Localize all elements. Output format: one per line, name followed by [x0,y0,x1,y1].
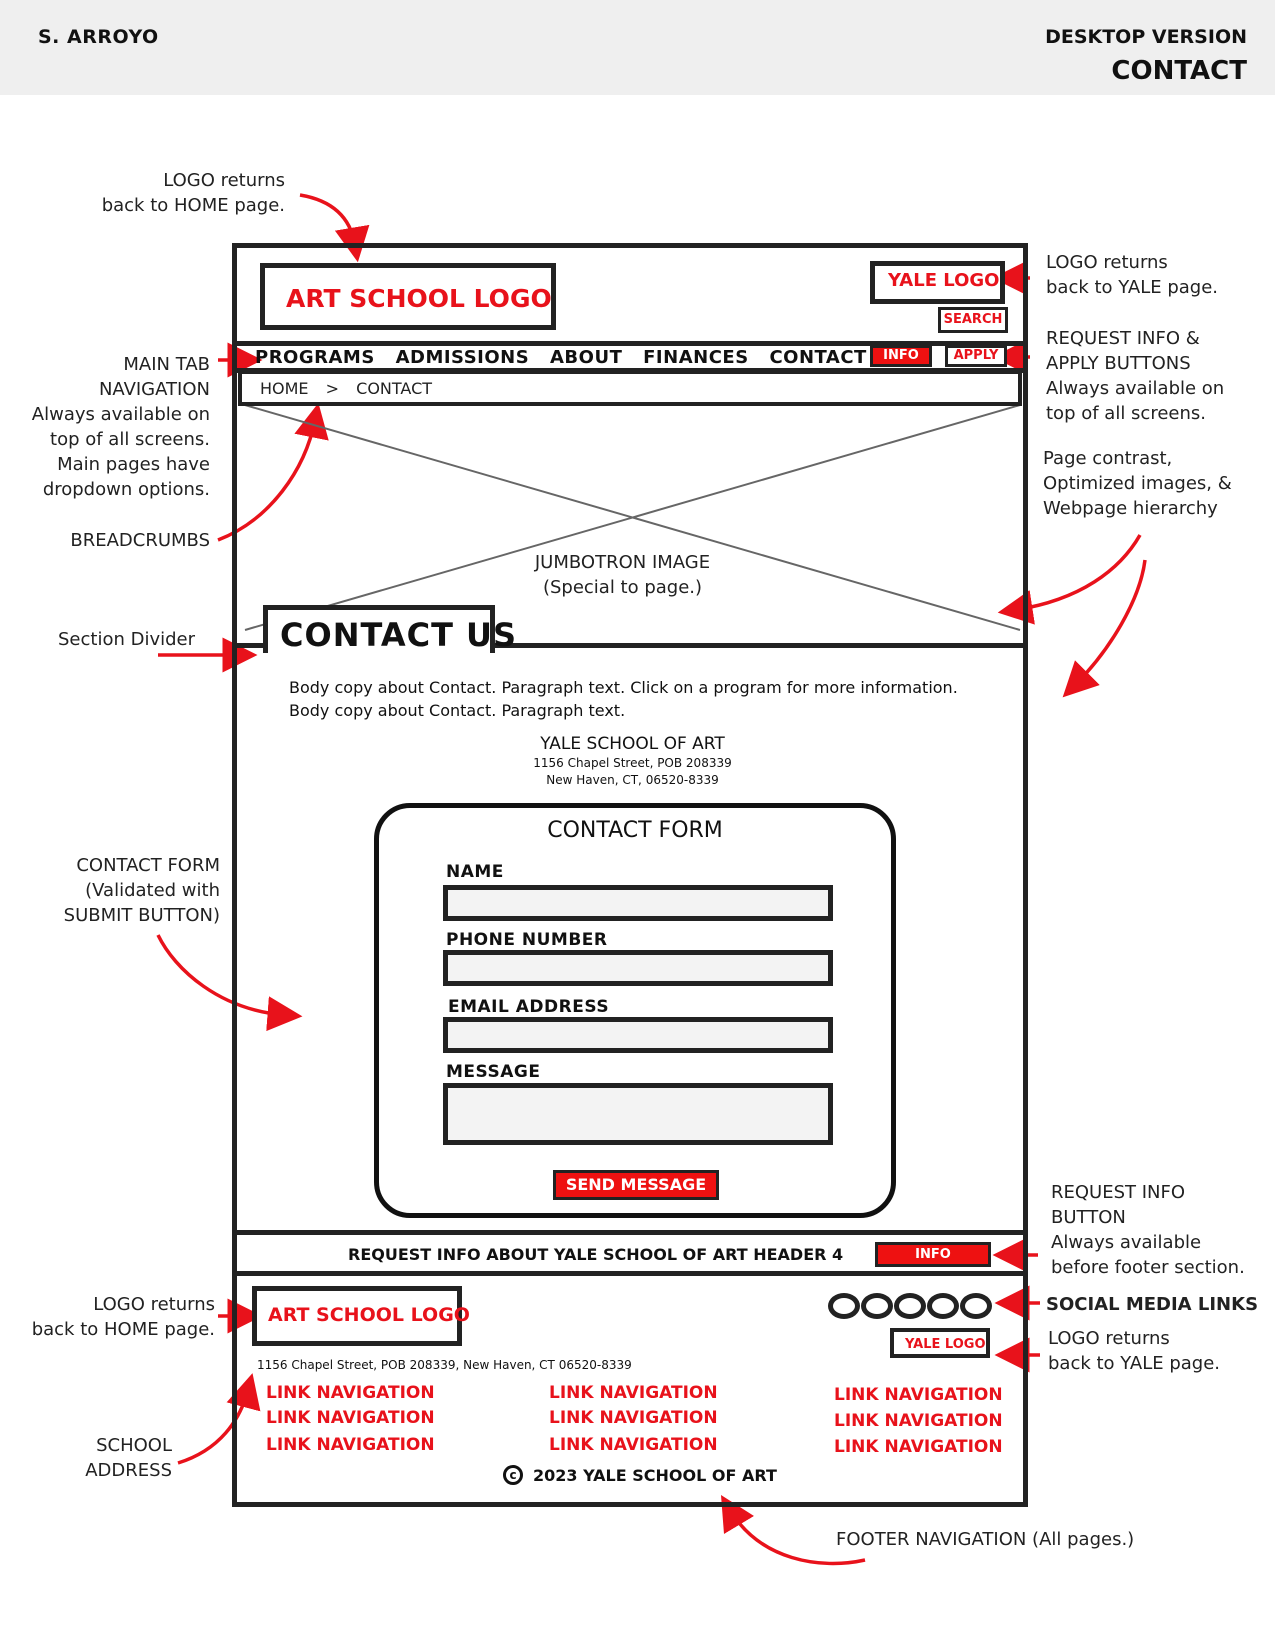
note-breadcrumbs: BREADCRUMBS [70,530,210,551]
jumbotron-image: JUMBOTRON IMAGE (Special to page.) [534,552,711,598]
footer-link[interactable]: LINK NAVIGATION [549,1435,718,1455]
nav-item-about[interactable]: ABOUT [550,347,623,368]
social-link-3-icon[interactable] [894,1293,926,1319]
nav-item-finances[interactable]: FINANCES [643,347,749,368]
section-tab [263,605,495,653]
footer-link[interactable]: LINK NAVIGATION [834,1385,1003,1405]
address-line-2: New Haven, CT, 06520-8339 [546,773,719,787]
note-logo-home-footer: LOGO returns back to HOME page. [31,1294,215,1340]
footer-link[interactable]: LINK NAVIGATION [834,1411,1003,1431]
nav-item-contact[interactable]: CONTACT [769,347,867,368]
address-line-1: 1156 Chapel Street, POB 208339 [533,756,732,770]
footer-link[interactable]: LINK NAVIGATION [549,1408,718,1428]
footer-art-school-logo[interactable] [252,1286,462,1346]
copyright-icon: c [503,1465,523,1485]
nav-item-programs[interactable]: PROGRAMS [255,347,375,368]
social-link-2-icon[interactable] [861,1293,893,1319]
art-school-logo[interactable] [260,263,556,330]
phone-field[interactable] [443,950,833,986]
note-school-address: SCHOOL ADDRESS [85,1435,172,1481]
phone-label: PHONE NUMBER [446,930,608,950]
note-request-info-button: REQUEST INFO BUTTON Always available bef… [1051,1182,1245,1278]
yale-logo-text: YALE LOGO [888,270,1000,291]
nav-top-line [232,341,1028,346]
note-logo-yale-top: LOGO returns back to YALE page. [1046,252,1219,298]
contact-form [374,803,896,1218]
page-name: CONTACT [1111,56,1247,86]
name-label: NAME [446,862,504,882]
note-footer-nav: FOOTER NAVIGATION (All pages.) [836,1529,1135,1550]
send-message-button[interactable]: SEND MESSAGE [553,1170,719,1200]
footer-link[interactable]: LINK NAVIGATION [834,1437,1003,1457]
info-button[interactable]: INFO [870,345,932,367]
breadcrumb-separator: > [325,379,340,398]
body-copy: Body copy about Contact. Paragraph text.… [289,678,958,720]
copyright-text: 2023 YALE SCHOOL OF ART [533,1466,777,1485]
school-name: YALE SCHOOL OF ART [540,734,725,754]
email-field[interactable] [443,1017,833,1053]
footer-address: 1156 Chapel Street, POB 208339, New Have… [257,1358,632,1372]
request-info-text: REQUEST INFO ABOUT YALE SCHOOL OF ART HE… [348,1245,844,1264]
breadcrumb-bar [238,370,1022,406]
footer-yale-logo[interactable] [890,1328,990,1358]
note-social-links: SOCIAL MEDIA LINKS [1046,1294,1259,1315]
note-logo-yale-footer: LOGO returns back to YALE page. [1048,1328,1221,1374]
request-bar-bottom-line [232,1271,1028,1276]
footer-link[interactable]: LINK NAVIGATION [549,1383,718,1403]
breadcrumb: HOME > CONTACT [260,379,444,398]
contact-form-title: CONTACT FORM [547,818,723,843]
version-label: DESKTOP VERSION [1045,26,1247,48]
section-divider [232,643,1028,648]
message-label: MESSAGE [446,1062,541,1082]
nav-item-admissions[interactable]: ADMISSIONS [395,347,530,368]
footer-link[interactable]: LINK NAVIGATION [266,1408,435,1428]
message-field[interactable] [443,1083,833,1145]
section-title: CONTACT US [280,616,518,654]
footer-link[interactable]: LINK NAVIGATION [266,1383,435,1403]
note-logo-home-top: LOGO returns back to HOME page. [101,170,285,216]
yale-logo[interactable] [870,261,1005,304]
sheet-header [0,0,1275,95]
social-link-5-icon[interactable] [960,1293,992,1319]
note-page-contrast: Page contrast, Optimized images, & Webpa… [1043,448,1232,519]
main-tab-navigation: PROGRAMS ADMISSIONS ABOUT FINANCES CONTA… [255,347,881,368]
note-section-divider: Section Divider [58,629,196,650]
email-label: EMAIL ADDRESS [448,997,610,1017]
name-field[interactable] [443,885,833,921]
note-request-apply: REQUEST INFO & APPLY BUTTONS Always avai… [1046,328,1225,424]
footer-yale-logo-text: YALE LOGO [905,1337,986,1352]
apply-button[interactable]: APPLY [945,345,1007,367]
request-info-button[interactable]: INFO [875,1242,991,1267]
footer-link[interactable]: LINK NAVIGATION [266,1435,435,1455]
note-contact-form: CONTACT FORM (Validated with SUBMIT BUTT… [63,855,220,926]
wireframe-frame [232,243,1028,1507]
breadcrumb-current: CONTACT [356,379,433,398]
request-bar-top-line [232,1230,1028,1235]
art-school-logo-text: ART SCHOOL LOGO [286,284,552,313]
social-link-4-icon[interactable] [927,1293,959,1319]
breadcrumb-home[interactable]: HOME [260,379,309,398]
note-main-nav: MAIN TAB NAVIGATION Always available on … [31,354,210,500]
search-button[interactable]: SEARCH [938,307,1008,333]
social-link-1-icon[interactable] [828,1293,860,1319]
footer-logo-text: ART SCHOOL LOGO [268,1304,470,1326]
author-name: S. ARROYO [38,26,159,48]
